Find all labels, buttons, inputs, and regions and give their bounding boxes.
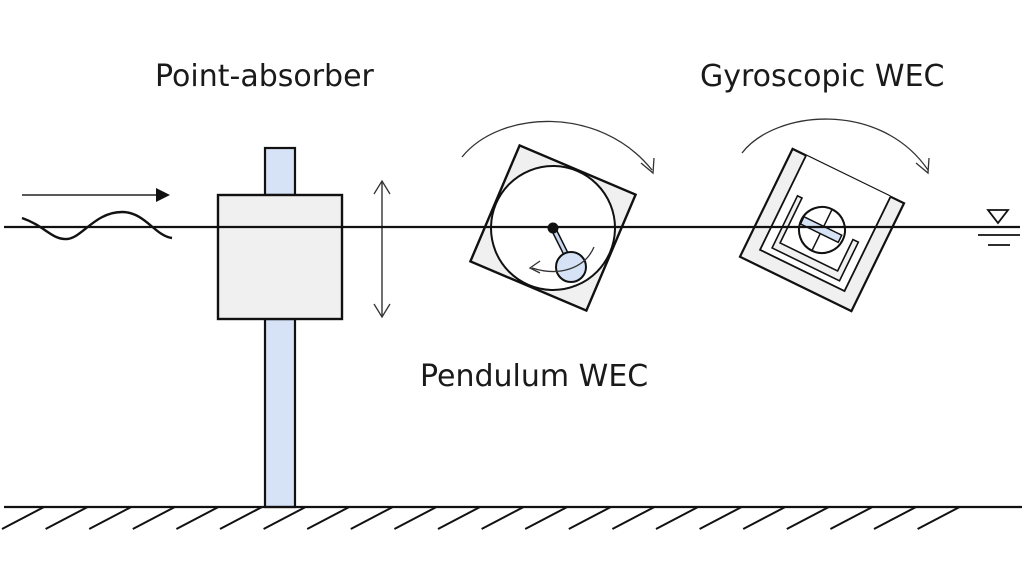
label-gyroscopic: Gyroscopic WEC: [700, 59, 944, 94]
pendulum-mass: [555, 251, 587, 283]
arrow-right-icon: [22, 188, 170, 202]
double-arrow-vertical-icon: [373, 179, 391, 319]
hatch-mark: [873, 506, 917, 530]
hatch-mark: [611, 506, 655, 530]
hatch-mark: [742, 506, 786, 530]
hatch-mark: [88, 506, 132, 530]
hatch-mark: [263, 506, 307, 530]
hatch-mark: [829, 506, 873, 530]
label-pendulum: Pendulum WEC: [420, 359, 648, 394]
point-absorber-device: [216, 146, 344, 509]
hatch-mark: [45, 506, 89, 530]
hatch-mark: [306, 506, 350, 530]
curved-arrow-icon: [741, 118, 930, 175]
wave-icon: [21, 210, 173, 241]
hatch-mark: [786, 506, 830, 530]
hatch-mark: [219, 506, 263, 530]
hatch-mark: [437, 506, 481, 530]
hatch-mark: [350, 506, 394, 530]
hatch-mark: [132, 506, 176, 530]
spar-column-lower: [263, 317, 297, 509]
spar-column-upper: [263, 146, 297, 197]
gyro-gimbal: [771, 194, 860, 282]
hatch-mark: [568, 506, 612, 530]
hatch-mark: [655, 506, 699, 530]
hatch-mark: [524, 506, 568, 530]
hatch-mark: [917, 506, 961, 530]
seabed-hatch: [1, 505, 1022, 530]
hatch-mark: [175, 506, 219, 530]
label-point-absorber: Point-absorber: [155, 59, 375, 94]
hatch-mark: [699, 506, 743, 530]
curved-arrow-icon: [461, 120, 655, 175]
buoy-body: [216, 193, 344, 321]
hatch-mark: [481, 506, 525, 530]
water-level-icon: [978, 209, 1020, 246]
hatch-mark: [1, 506, 45, 530]
gyroscopic-device: [738, 147, 906, 313]
curved-arrow-icon: [531, 246, 595, 273]
hatch-mark: [393, 506, 437, 530]
pendulum-arm: [547, 222, 587, 283]
